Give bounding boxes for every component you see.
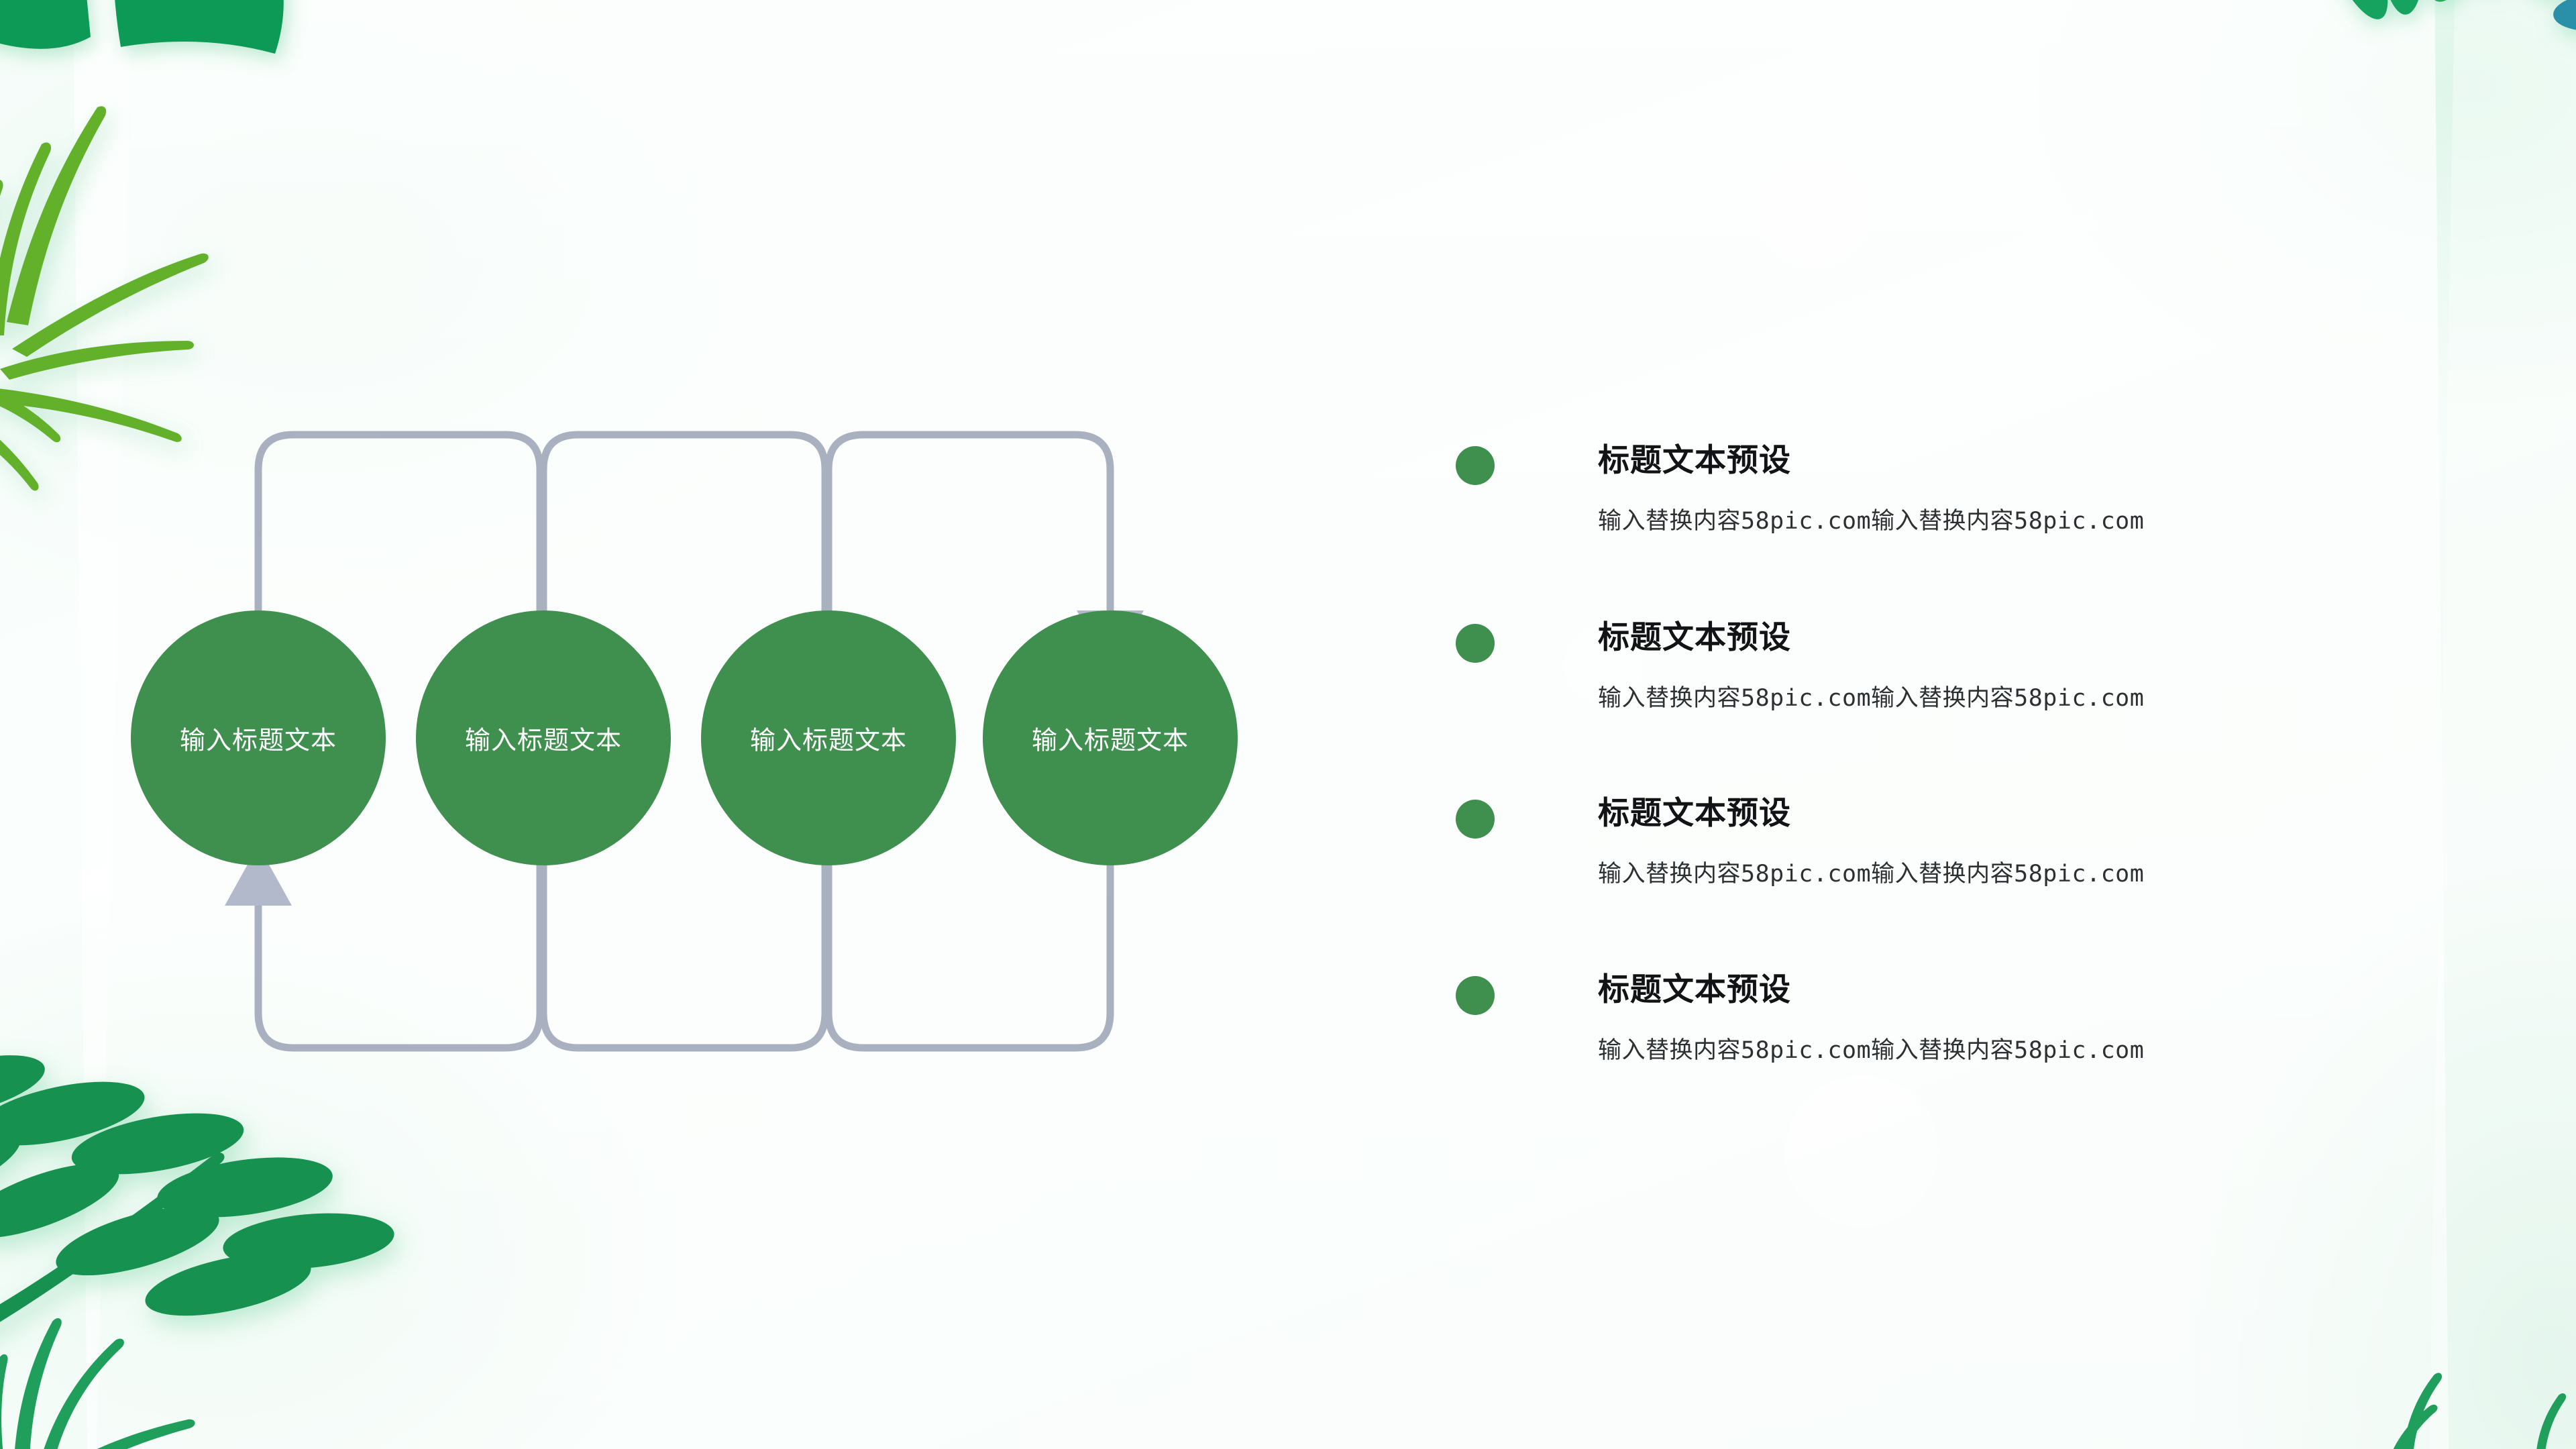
flow-node-circles [131,610,1238,865]
bullet-dot-icon [1456,624,1495,663]
bullet-dot-icon [1456,446,1495,485]
process-flow-diagram [131,431,1238,1052]
background-bokeh-3 [1563,624,1644,704]
flow-node-circle-2 [416,610,671,865]
list-item-body: 输入替换内容58pic.com输入替换内容58pic.com [1598,861,2145,888]
background-bokeh-2 [1784,1073,1939,1228]
flow-node-label-2: 输入标题文本 [464,727,623,755]
list-item-title: 标题文本预设 [1598,971,1791,1007]
list-item-title: 标题文本预设 [1598,619,1791,655]
flow-node-label-3: 输入标题文本 [749,727,908,755]
connector-path-3-bottom [824,861,1114,1052]
flow-node-circle-3 [701,610,956,865]
bullet-dot-icon [1456,976,1495,1015]
background-bokeh-1 [1758,154,1872,268]
flow-node-label-4: 输入标题文本 [1031,727,1189,755]
list-item-body: 输入替换内容58pic.com输入替换内容58pic.com [1598,685,2145,712]
arrow-up-icon [225,845,292,906]
list-item-title: 标题文本预设 [1598,442,1791,478]
list-item-body: 输入替换内容58pic.com输入替换内容58pic.com [1598,1037,2145,1064]
bullet-dot-icon [1456,800,1495,839]
flow-node-circle-4 [983,610,1238,865]
connector-path-3 [824,431,1114,762]
list-item-body: 输入替换内容58pic.com输入替换内容58pic.com [1598,508,2145,535]
flow-node-circle-1 [131,610,386,865]
list-item-title: 标题文本预设 [1598,795,1791,830]
flow-node-label-1: 输入标题文本 [179,727,337,755]
background-panel-right [2428,0,2576,1449]
